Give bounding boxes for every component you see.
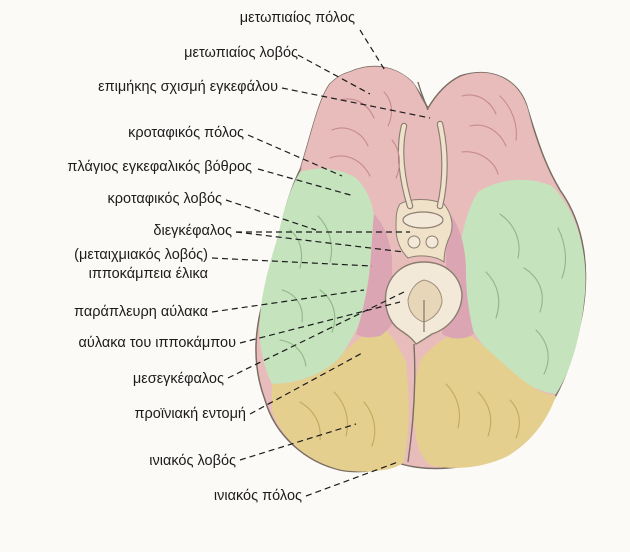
- occipital-gyri: [299, 383, 520, 447]
- temporal-lobe-left: [259, 168, 374, 384]
- label-lateral-sulcus: πλάγιος εγκεφαλικός βόθρος: [67, 159, 252, 175]
- posterior-fissure-line: [407, 343, 416, 463]
- leader-preoccipital-notch: [249, 351, 365, 415]
- olfactory-tract-left-inner: [399, 123, 413, 209]
- leader-temporal-lobe: [225, 199, 317, 231]
- label-limbic-lobe: (μεταιχμιακός λοβός): [74, 247, 208, 263]
- leader-hippocampal-sulcus: [239, 301, 401, 344]
- leader-collateral-sulcus: [211, 289, 365, 313]
- leader-frontal-lobe: [297, 54, 371, 95]
- frontal-lobe-right: [430, 72, 548, 208]
- leader-lines: [211, 29, 431, 497]
- leader-temporal-pole: [247, 134, 343, 177]
- label-collateral-sulcus: παράπλευρη αύλακα: [74, 304, 208, 320]
- mammillary-body-right: [425, 235, 439, 249]
- label-preoccipital-notch: προϊνιακή εντομή: [135, 406, 246, 422]
- leader-lateral-sulcus: [257, 168, 355, 197]
- label-occipital-lobe: ινιακός λοβός: [149, 453, 236, 469]
- label-temporal-pole: κροταφικός πόλος: [128, 125, 244, 141]
- diencephalon-region: [395, 199, 453, 263]
- label-temporal-lobe: κροταφικός λοβός: [107, 191, 222, 207]
- olfactory-tract-right-inner: [437, 121, 447, 209]
- mammillary-body-left: [407, 235, 421, 249]
- leader-frontal-pole: [359, 29, 387, 73]
- label-frontal-pole: μετωπιαίος πόλος: [240, 10, 355, 26]
- labels: μετωπιαίος πόλος μετωπιαίος λοβός επιμήκ…: [67, 10, 355, 504]
- frontal-gyri: [329, 91, 517, 179]
- label-hippocampal-sulcus: αύλακα του ιπποκάμπου: [79, 335, 237, 351]
- leader-midbrain: [227, 291, 405, 379]
- optic-chiasm: [402, 211, 444, 229]
- leader-longitudinal-fissure: [281, 87, 431, 119]
- longitudinal-fissure-line: [417, 81, 429, 111]
- occipital-lobe-right: [414, 330, 556, 468]
- label-frontal-lobe: μετωπιαίος λοβός: [184, 45, 298, 61]
- label-occipital-pole: ινιακός πόλος: [214, 488, 302, 504]
- label-longitudinal-fissure: επιμήκης σχισμή εγκεφάλου: [98, 79, 278, 95]
- label-diencephalon: διεγκέφαλος: [153, 223, 232, 239]
- leader-occipital-lobe: [239, 423, 357, 461]
- leader-limbic-lobe: [211, 257, 373, 267]
- leader-diencephalon-2: [235, 231, 405, 253]
- temporal-gyri: [279, 213, 567, 375]
- label-parahippocampal-gyrus: ιπποκάμπεια έλικα: [89, 266, 208, 282]
- temporal-lobe-right: [457, 179, 586, 394]
- leader-occipital-pole: [305, 461, 399, 497]
- label-midbrain: μεσεγκέφαλος: [133, 371, 224, 387]
